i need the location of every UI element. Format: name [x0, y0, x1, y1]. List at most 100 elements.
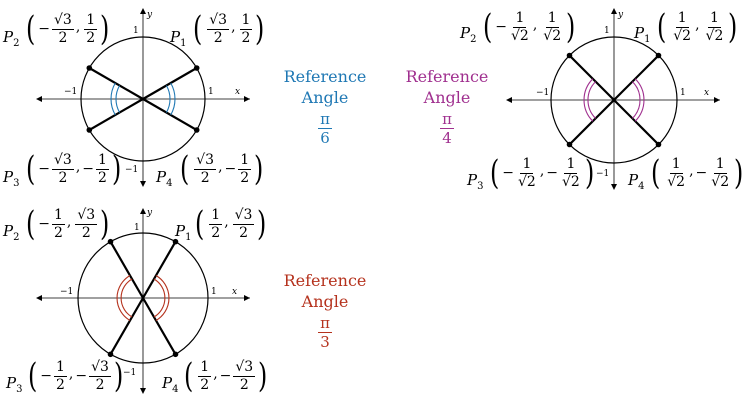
- x-axis-label: x: [232, 287, 237, 297]
- coord-p2: (− 1√2 , 1√2): [482, 7, 576, 48]
- y-axis-arrow: [611, 8, 617, 14]
- point-label-p4: P4: [162, 374, 179, 395]
- point-p3: [86, 127, 93, 133]
- radius-p4: [613, 99, 660, 146]
- radius-p4: [142, 98, 198, 131]
- y-axis-arrow: [140, 208, 146, 214]
- unit-circle: [77, 232, 209, 364]
- point-p1: [172, 238, 179, 245]
- angle-denominator: 4: [442, 129, 452, 147]
- tick-one-top: 1: [604, 26, 610, 36]
- radius-p2: [109, 241, 144, 299]
- radius-p1: [142, 241, 177, 299]
- x-axis-arrow: [244, 295, 250, 301]
- angle-denominator: 3: [320, 333, 330, 351]
- angle-arc-right-inner: [165, 85, 171, 113]
- x-axis-arrow: [714, 97, 720, 103]
- point-p4: [172, 351, 179, 358]
- reference-angle-pi3: Reference Angle π 3: [282, 270, 368, 351]
- tick-one-top: 1: [134, 223, 140, 233]
- tick-one-top: 1: [133, 26, 139, 36]
- point-p2: [566, 52, 573, 59]
- point-p4: [193, 127, 200, 133]
- angle-arc-left-outer: [583, 78, 594, 122]
- point-p2: [86, 65, 93, 71]
- angle-arc-right-inner: [632, 81, 641, 119]
- tick-one-right: 1: [680, 88, 686, 98]
- radius-p1: [613, 54, 660, 101]
- point-label-p1: P1: [170, 28, 187, 49]
- reference-label: Reference: [405, 67, 489, 86]
- point-p1: [193, 65, 200, 71]
- reference-angle-pi6: Reference Angle π 6: [282, 66, 368, 147]
- radius-p3: [109, 297, 144, 355]
- coord-p4: ( 1√2 ,− 1√2): [650, 153, 744, 194]
- angle-arc-left-outer: [110, 82, 116, 116]
- radius-p3: [568, 99, 615, 146]
- angle-label: Angle: [423, 88, 471, 107]
- radius-p1: [142, 67, 198, 100]
- reference-angle-value: π 4: [440, 110, 454, 147]
- x-axis-arrow-left: [36, 295, 42, 301]
- y-axis-label: y: [617, 10, 624, 20]
- y-axis-label: y: [146, 208, 153, 218]
- radius-p3: [88, 98, 144, 131]
- reference-label: Reference: [283, 271, 367, 290]
- x-axis-label: x: [235, 87, 240, 97]
- tick-neg-one-left: −1: [60, 287, 73, 297]
- tick-one-right: 1: [208, 87, 214, 97]
- angle-arc-right-outer: [634, 78, 645, 122]
- angle-numerator: π: [318, 314, 332, 333]
- point-p3: [107, 351, 114, 358]
- tick-neg-one-bottom: −1: [125, 165, 138, 175]
- angle-arc-right-outer: [155, 275, 170, 321]
- coord-p1: ( 1√2 , 1√2): [656, 7, 738, 48]
- unit-circle: [550, 36, 678, 164]
- reference-angle-value: π 3: [318, 314, 332, 351]
- x-axis-arrow-left: [36, 96, 42, 102]
- angle-numerator: π: [318, 110, 332, 129]
- tick-neg-one-bottom: −1: [123, 368, 136, 378]
- tick-one-right: 1: [211, 287, 217, 297]
- point-label-p1: P1: [634, 24, 651, 45]
- angle-arc-left-inner: [115, 85, 121, 113]
- tick-neg-one-left: −1: [536, 88, 549, 98]
- tick-neg-one-bottom: −1: [596, 169, 609, 179]
- point-label-p2: P2: [3, 222, 20, 243]
- angle-label: Angle: [301, 88, 349, 107]
- angle-denominator: 6: [320, 129, 330, 147]
- y-axis-label: y: [146, 10, 153, 20]
- point-p2: [107, 238, 114, 245]
- angle-arc-right-outer: [170, 82, 176, 116]
- point-label-p3: P3: [6, 374, 23, 395]
- x-axis-arrow: [244, 96, 250, 102]
- radius-p2: [88, 67, 144, 100]
- reference-angle-pi4: Reference Angle π 4: [404, 66, 490, 147]
- point-p3: [566, 141, 573, 148]
- point-label-p4: P4: [156, 168, 173, 189]
- point-p1: [655, 52, 662, 59]
- point-label-p2: P2: [3, 28, 20, 49]
- y-axis-arrow-bottom: [611, 184, 617, 190]
- point-label-p3: P3: [467, 171, 484, 192]
- radius-p2: [568, 54, 615, 101]
- angle-arc-left-inner: [120, 278, 133, 318]
- point-label-p3: P3: [3, 168, 20, 189]
- reference-label: Reference: [283, 67, 367, 86]
- point-label-p4: P4: [628, 171, 645, 192]
- y-axis-arrow: [140, 8, 146, 14]
- reference-angle-value: π 6: [318, 110, 332, 147]
- x-axis-arrow-left: [506, 97, 512, 103]
- radius-p4: [142, 297, 177, 355]
- x-axis-label: x: [704, 88, 709, 98]
